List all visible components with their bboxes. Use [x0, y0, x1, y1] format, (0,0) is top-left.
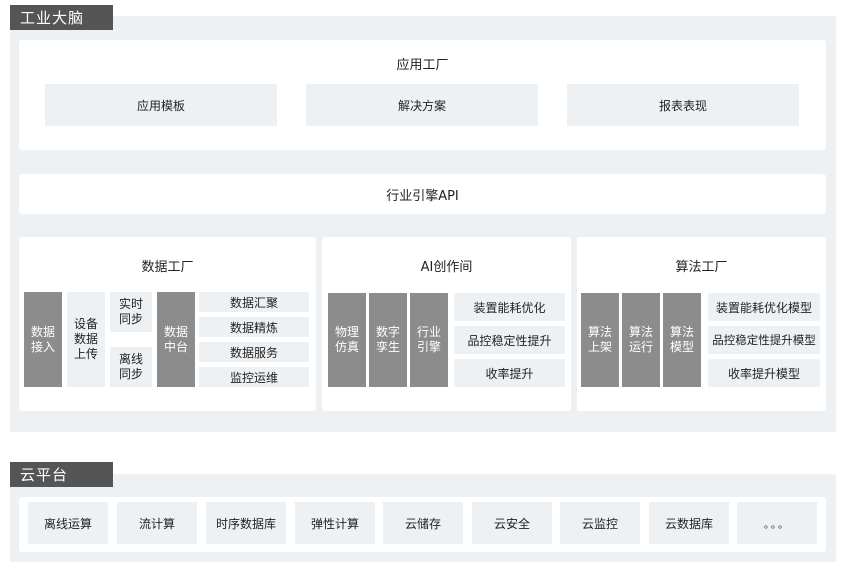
ai-block[interactable]: 数字 孪生	[369, 293, 407, 387]
algo-item[interactable]: 品控稳定性提升模型	[708, 326, 820, 354]
solution-box[interactable]: 解决方案	[306, 84, 538, 126]
cloud-service-item[interactable]: 时序数据库	[206, 502, 286, 544]
data-service-item[interactable]: 数据精炼	[199, 317, 309, 337]
report-box[interactable]: 报表表现	[567, 84, 799, 126]
algo-block[interactable]: 算法 上架	[581, 293, 619, 387]
cloud-service-item[interactable]: 云数据库	[649, 502, 729, 544]
algo-factory-title: 算法工厂	[675, 259, 728, 275]
cloud-service-item[interactable]: 弹性计算	[295, 502, 375, 544]
ai-item[interactable]: 品控稳定性提升	[454, 326, 565, 354]
device-upload-block[interactable]: 设备 数据 上传	[67, 292, 105, 387]
data-access-block[interactable]: 数据 接入	[24, 292, 62, 387]
realtime-sync-block[interactable]: 实时 同步	[110, 292, 152, 332]
cloud-service-item[interactable]: 离线运算	[28, 502, 108, 544]
ai-workshop-title: AI创作间	[420, 259, 473, 275]
more-services-item[interactable]: 。。。	[737, 502, 817, 544]
engine-api-bar[interactable]: 行业引擎API	[19, 174, 826, 214]
ai-item[interactable]: 收率提升	[454, 359, 565, 387]
algo-item[interactable]: 收率提升模型	[708, 359, 820, 387]
industrial-brain-tag: 工业大脑	[10, 5, 113, 30]
data-middle-block[interactable]: 数据 中台	[157, 292, 195, 387]
data-service-item[interactable]: 数据服务	[199, 342, 309, 362]
cloud-service-item[interactable]: 云安全	[472, 502, 552, 544]
data-service-item[interactable]: 数据汇聚	[199, 292, 309, 312]
app-factory-title: 应用工厂	[396, 57, 449, 73]
cloud-service-item[interactable]: 流计算	[117, 502, 197, 544]
cloud-platform-tag: 云平台	[10, 462, 113, 487]
cloud-service-item[interactable]: 云监控	[560, 502, 640, 544]
ai-block[interactable]: 物理 仿真	[328, 293, 366, 387]
data-service-item[interactable]: 监控运维	[199, 367, 309, 387]
data-factory-title: 数据工厂	[141, 259, 194, 275]
cloud-service-item[interactable]: 云储存	[383, 502, 463, 544]
algo-block[interactable]: 算法 模型	[663, 293, 701, 387]
algo-item[interactable]: 装置能耗优化模型	[708, 293, 820, 321]
ai-block[interactable]: 行业 引擎	[410, 293, 448, 387]
app-template-box[interactable]: 应用模板	[45, 84, 277, 126]
algo-block[interactable]: 算法 运行	[622, 293, 660, 387]
offline-sync-block[interactable]: 离线 同步	[110, 347, 152, 387]
ai-item[interactable]: 装置能耗优化	[454, 293, 565, 321]
